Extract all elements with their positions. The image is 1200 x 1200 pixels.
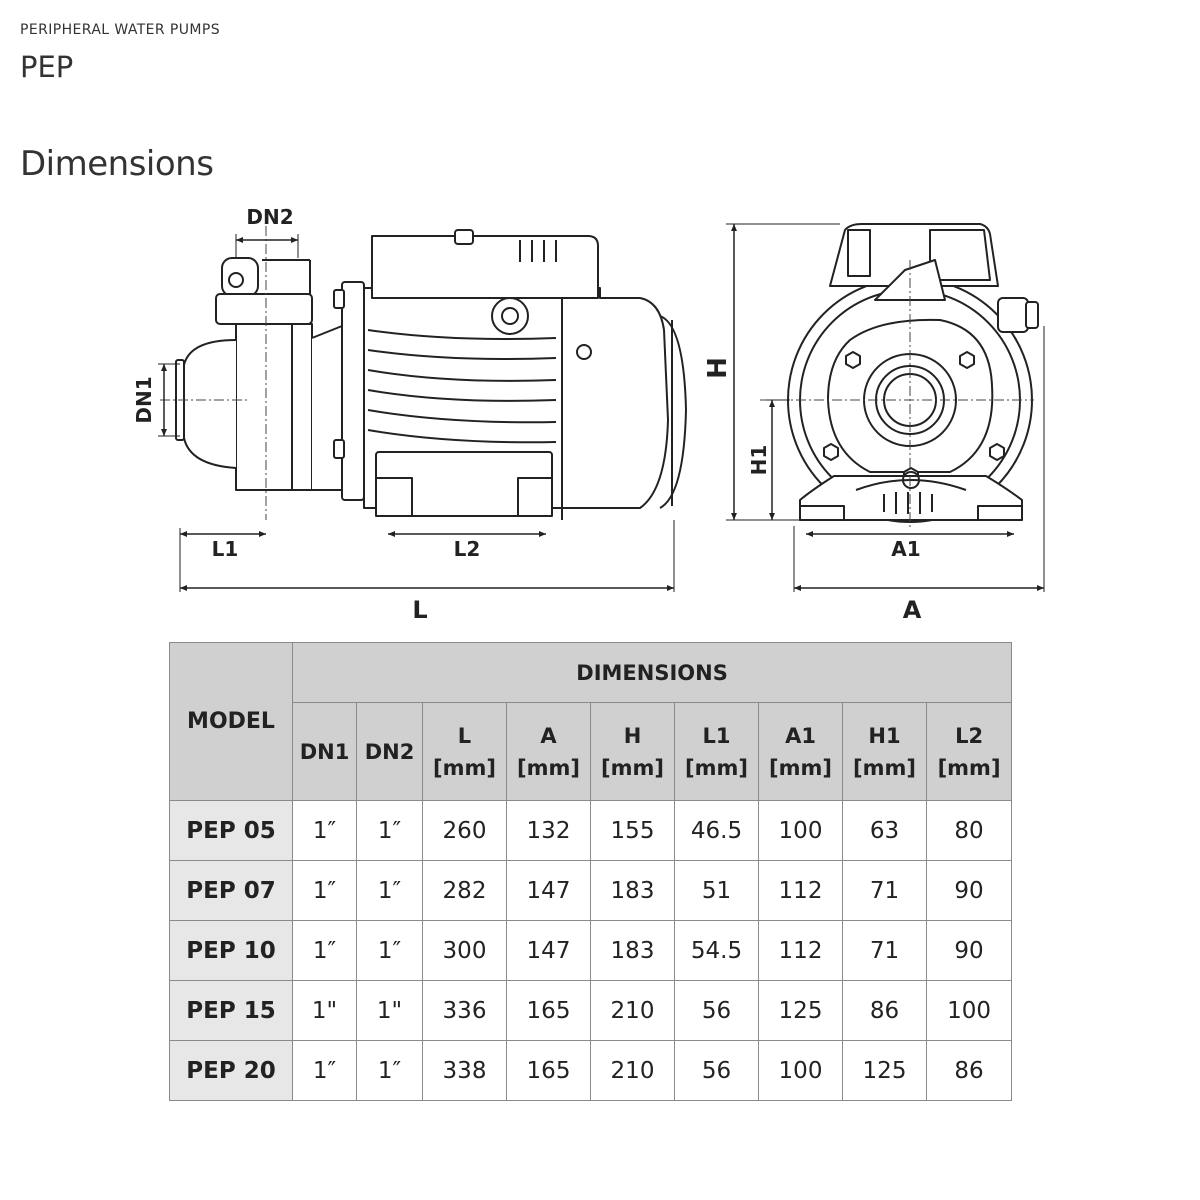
table-cell: 56 (674, 980, 759, 1041)
table-cell: 125 (842, 1040, 927, 1101)
table-cell: 125 (758, 980, 843, 1041)
table-cell: 112 (758, 920, 843, 981)
table-cell: 338 (422, 1040, 507, 1101)
dimension-drawing: DN2 DN1 L1 L2 L (132, 205, 1045, 624)
l1-label: L1 (212, 537, 239, 561)
table-cell: 71 (842, 860, 927, 921)
side-view-pump (175, 229, 687, 520)
column-header-l: L [mm] (422, 702, 507, 801)
table-cell: 1″ (356, 800, 423, 861)
column-unit: [mm] (685, 755, 748, 780)
table-cell: 210 (590, 980, 675, 1041)
table-cell: 51 (674, 860, 759, 921)
column-name: L2 (955, 723, 984, 748)
table-cell: 165 (506, 1040, 591, 1101)
model-cell: PEP 10 (169, 920, 293, 981)
model-cell: PEP 07 (169, 860, 293, 921)
column-header-l1: L1 [mm] (674, 702, 759, 801)
dn2-label: DN2 (246, 205, 293, 229)
column-unit: [mm] (433, 755, 496, 780)
h1-label: H1 (747, 445, 771, 476)
l2-label: L2 (454, 537, 481, 561)
table-cell: 300 (422, 920, 507, 981)
table-cell: 54.5 (674, 920, 759, 981)
table-cell: 86 (925, 1040, 1013, 1101)
table-cell: 100 (925, 980, 1013, 1041)
column-unit: [mm] (517, 755, 580, 780)
table-cell: 63 (842, 800, 927, 861)
dimensions-group-header: DIMENSIONS (291, 642, 1013, 703)
section-title: Dimensions (20, 144, 214, 184)
table-cell: 112 (758, 860, 843, 921)
table-cell: 147 (506, 920, 591, 981)
table-cell: 1″ (292, 800, 357, 861)
column-name: A (540, 723, 557, 748)
table-cell: 80 (925, 800, 1013, 861)
table-cell: 260 (422, 800, 507, 861)
column-unit: [mm] (769, 755, 832, 780)
column-unit: [mm] (937, 755, 1001, 780)
table-cell: 90 (925, 860, 1013, 921)
table-cell: 336 (422, 980, 507, 1041)
table-cell: 1″ (356, 1040, 423, 1101)
table-cell: 100 (758, 1040, 843, 1101)
model-cell: PEP 20 (169, 1040, 293, 1101)
table-cell: 165 (506, 980, 591, 1041)
table-cell: 1″ (292, 920, 357, 981)
table-cell: 1" (356, 980, 423, 1041)
table-cell: 46.5 (674, 800, 759, 861)
model-cell: PEP 15 (169, 980, 293, 1041)
table-cell: 132 (506, 800, 591, 861)
table-cell: 183 (590, 860, 675, 921)
h-label: H (703, 357, 733, 379)
table-cell: 155 (590, 800, 675, 861)
table-cell: 1″ (356, 860, 423, 921)
column-header-a: A [mm] (506, 702, 591, 801)
column-name: DN2 (364, 739, 415, 764)
model-column-header: MODEL (169, 642, 293, 801)
column-name: L (457, 723, 472, 748)
l-label: L (412, 596, 427, 624)
front-view-pump (787, 223, 1039, 523)
table-cell: 71 (842, 920, 927, 981)
dn1-label: DN1 (132, 376, 156, 423)
column-header-dn2: DN2 (356, 702, 423, 801)
column-name: A1 (785, 723, 816, 748)
table-cell: 1″ (292, 860, 357, 921)
a-label: A (903, 596, 922, 624)
column-header-dn1: DN1 (292, 702, 357, 801)
column-name: DN1 (299, 739, 350, 764)
table-cell: 100 (758, 800, 843, 861)
column-header-h1: H1 [mm] (842, 702, 927, 801)
column-unit: [mm] (853, 755, 916, 780)
column-name: L1 (702, 723, 731, 748)
table-cell: 147 (506, 860, 591, 921)
column-name: H1 (868, 723, 901, 748)
column-header-h: H [mm] (590, 702, 675, 801)
table-cell: 1" (292, 980, 357, 1041)
model-cell: PEP 05 (169, 800, 293, 861)
table-cell: 183 (590, 920, 675, 981)
a1-label: A1 (891, 537, 920, 561)
column-header-a1: A1 [mm] (758, 702, 843, 801)
table-cell: 56 (674, 1040, 759, 1101)
table-cell: 1″ (292, 1040, 357, 1101)
column-name: H (623, 723, 642, 748)
table-cell: 86 (842, 980, 927, 1041)
product-name: PEP (20, 50, 74, 84)
table-cell: 282 (422, 860, 507, 921)
column-header-l2: L2 [mm] (925, 702, 1013, 801)
table-cell: 90 (925, 920, 1013, 981)
column-unit: [mm] (601, 755, 664, 780)
category-label: PERIPHERAL WATER PUMPS (20, 22, 220, 38)
table-cell: 210 (590, 1040, 675, 1101)
table-cell: 1″ (356, 920, 423, 981)
